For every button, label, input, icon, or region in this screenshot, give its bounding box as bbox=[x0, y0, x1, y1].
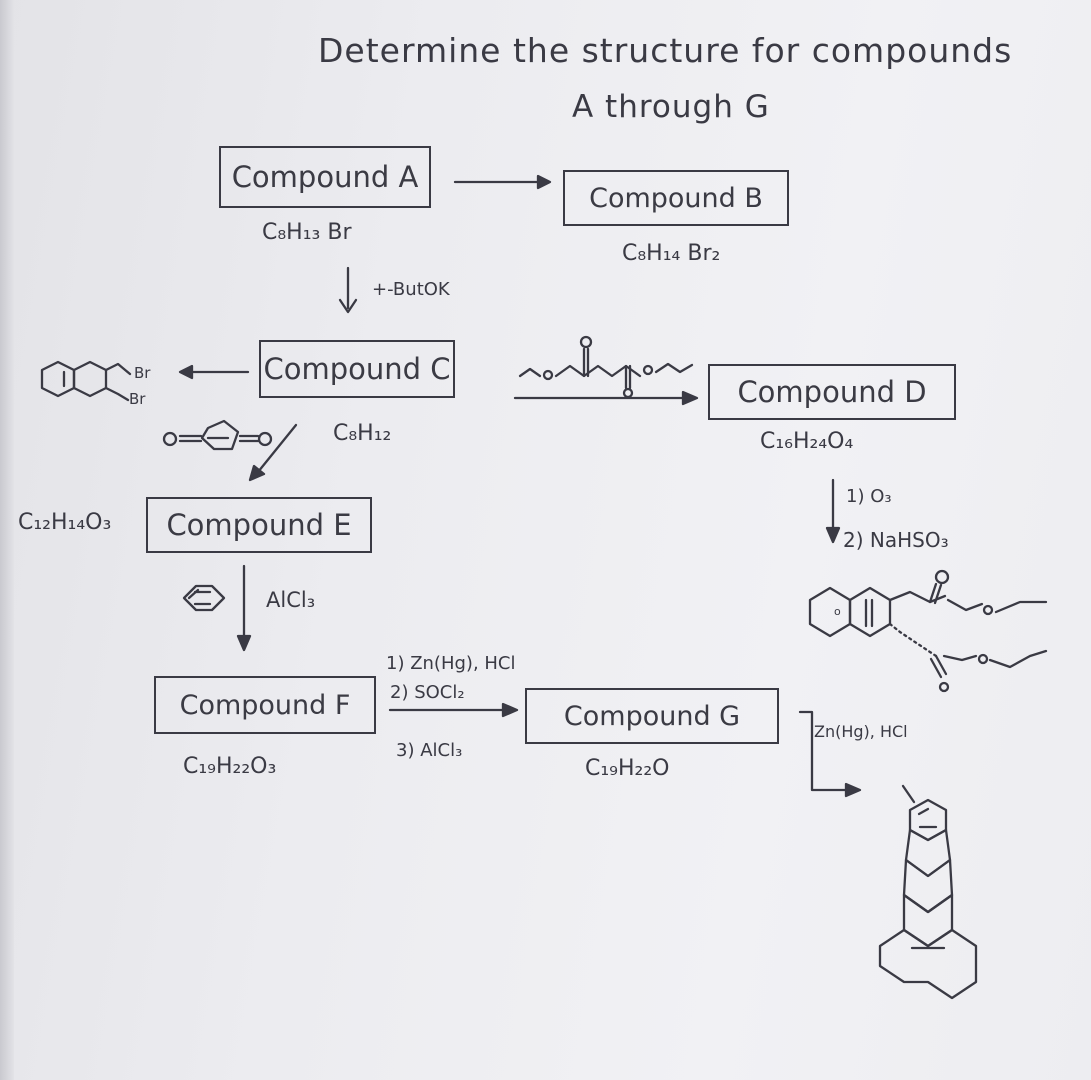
compound-g-box: Compound G bbox=[525, 688, 779, 744]
compound-g-label: Compound G bbox=[563, 700, 741, 732]
compound-f-formula: C₁₉H₂₂O₃ bbox=[183, 754, 277, 779]
paper-edge bbox=[0, 0, 14, 1080]
reagent-fg-step1: 1) Zn(Hg), HCl bbox=[386, 653, 516, 674]
reagent-fg-step2: 2) SOCl₂ bbox=[390, 682, 465, 703]
dibromide-structure bbox=[40, 360, 132, 402]
compound-e-label: Compound E bbox=[166, 508, 352, 542]
compound-a-label: Compound A bbox=[231, 160, 419, 194]
quinone-structure bbox=[162, 419, 273, 451]
compound-a-formula: C₈H₁₃ Br bbox=[262, 220, 352, 245]
arrow-c-to-d bbox=[513, 390, 699, 406]
compound-b-formula: C₈H₁₄ Br₂ bbox=[622, 241, 721, 266]
compound-c-label: Compound C bbox=[263, 352, 451, 386]
reagent-nahso3: 2) NaHSO₃ bbox=[843, 528, 949, 552]
arrow-a-to-b bbox=[453, 174, 552, 190]
arrow-e-to-f bbox=[236, 564, 252, 652]
arrow-f-to-g bbox=[388, 702, 519, 718]
compound-a-box: Compound A bbox=[219, 146, 431, 208]
compound-f-label: Compound F bbox=[179, 689, 351, 721]
svg-text:o: o bbox=[834, 605, 841, 618]
compound-e-box: Compound E bbox=[146, 497, 372, 553]
page-subtitle: A through G bbox=[572, 89, 770, 125]
arrow-c-to-dibromide bbox=[178, 364, 250, 380]
reagent-alcl3-e: AlCl₃ bbox=[266, 588, 316, 612]
benzene-structure bbox=[182, 584, 226, 612]
arrow-d-down bbox=[825, 478, 841, 544]
reagent-tbutok: +-ButOK bbox=[372, 279, 450, 300]
compound-d-formula: C₁₆H₂₄O₄ bbox=[760, 429, 854, 454]
arrow-a-to-c bbox=[338, 266, 358, 314]
compound-b-label: Compound B bbox=[589, 182, 763, 214]
arrow-c-to-e bbox=[248, 423, 298, 482]
reagent-fg-step3: 3) AlCl₃ bbox=[396, 740, 463, 761]
compound-e-formula: C₁₂H₁₄O₃ bbox=[18, 510, 112, 535]
compound-c-formula: C₈H₁₂ bbox=[333, 421, 392, 446]
reagent-ozone: 1) O₃ bbox=[846, 486, 892, 507]
dibromide-br-top: Br bbox=[134, 364, 151, 382]
arrow-g-to-final bbox=[798, 710, 862, 798]
compound-d-label: Compound D bbox=[737, 375, 927, 409]
compound-d-box: Compound D bbox=[708, 364, 956, 420]
dibromide-br-bottom: Br bbox=[129, 390, 146, 408]
compound-g-formula: C₁₉H₂₂O bbox=[585, 756, 670, 781]
ozonolysis-product-structure: o bbox=[808, 569, 1048, 693]
reagent-g-final: Zn(Hg), HCl bbox=[814, 722, 908, 741]
compound-f-box: Compound F bbox=[154, 676, 376, 734]
diethyl-fumarate-structure bbox=[518, 335, 694, 399]
page-title: Determine the structure for compounds bbox=[318, 31, 1013, 70]
compound-b-box: Compound B bbox=[563, 170, 789, 226]
final-product-structure bbox=[878, 784, 978, 1000]
compound-c-box: Compound C bbox=[259, 340, 455, 398]
